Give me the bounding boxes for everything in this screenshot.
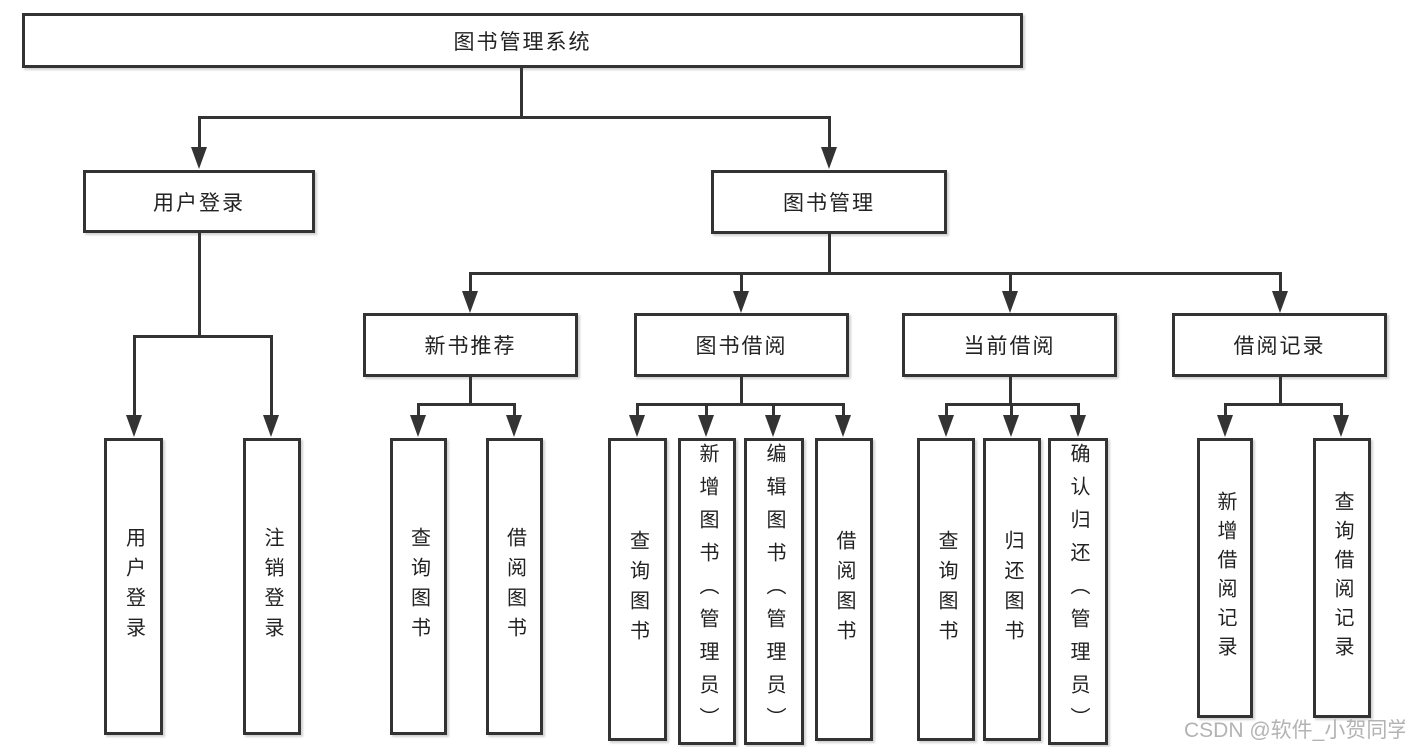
connector-borrowing-1 [636, 403, 639, 416]
arrow-to-new-books [462, 291, 478, 313]
arrow-current-1 [938, 415, 954, 437]
node-label: 图书管理系统 [453, 30, 592, 54]
connector-newbook-right [513, 403, 516, 416]
leaf-query-borrow-record: 查询借阅记录 [1313, 438, 1371, 718]
arrow-records-1 [1217, 415, 1233, 437]
connector-root-bar [198, 116, 830, 119]
connector-to-leaf-logout [270, 335, 273, 416]
arrow-to-records [1272, 291, 1288, 313]
arrow-newbook-right [506, 415, 522, 437]
connector-borrowing-3 [772, 403, 775, 416]
arrow-current-2 [1003, 415, 1019, 437]
connector-book-mgmt-bar [469, 272, 1282, 275]
node-book-management-branch: 图书管理 [711, 170, 947, 234]
leaf-add-borrow-record: 新增借阅记录 [1197, 438, 1253, 718]
node-label: 图书借阅 [695, 335, 788, 358]
connector-book-mgmt-stem [828, 234, 831, 275]
connector-to-current [1009, 272, 1012, 292]
node-current-borrowing: 当前借阅 [902, 313, 1117, 377]
node-library-management-system: 图书管理系统 [22, 13, 1023, 68]
node-book-borrowing: 图书借阅 [634, 313, 849, 377]
arrow-to-borrowing [733, 291, 749, 313]
connector-to-new-books [469, 272, 472, 292]
arrow-borrowing-4 [835, 415, 851, 437]
leaf-label: 新增图书（管理员） [696, 443, 718, 740]
connector-to-leaf-login [133, 335, 136, 416]
leaf-label: 借阅图书 [503, 526, 526, 647]
leaf-label: 查询图书 [407, 526, 430, 647]
node-new-book-recommend: 新书推荐 [363, 313, 578, 377]
leaf-label: 注销登录 [261, 526, 283, 647]
leaf-label: 编辑图书（管理员） [763, 443, 785, 740]
connector-to-user-login [198, 116, 201, 149]
leaf-label: 查询借阅记录 [1331, 491, 1353, 665]
leaf-label: 确认归还（管理员） [1067, 443, 1089, 740]
arrow-to-leaf-logout [263, 415, 279, 437]
arrow-records-2 [1333, 415, 1349, 437]
arrow-borrowing-1 [629, 415, 645, 437]
node-label: 借阅记录 [1233, 335, 1326, 358]
connector-records-bar [1224, 403, 1343, 406]
connector-user-login-stem [198, 233, 201, 337]
arrow-borrowing-3 [765, 415, 781, 437]
leaf-label: 查询图书 [626, 529, 649, 650]
connector-borrowing-4 [842, 403, 845, 416]
arrow-to-current [1002, 291, 1018, 313]
connector-borrowing-bar [636, 403, 845, 406]
node-label: 新书推荐 [424, 335, 517, 358]
node-label: 用户登录 [153, 191, 245, 215]
connector-current-3 [1077, 403, 1080, 416]
leaf-borrow-books-recommend: 借阅图书 [486, 438, 543, 735]
connector-to-records [1279, 272, 1282, 292]
leaf-user-login: 用户登录 [104, 438, 163, 735]
leaf-label: 查询图书 [935, 529, 957, 650]
connector-newbook-stem [469, 377, 472, 406]
arrow-to-book-management [821, 147, 837, 169]
connector-user-login-bar [133, 335, 273, 338]
leaf-edit-books-admin: 编辑图书（管理员） [744, 438, 804, 745]
connector-to-book-management [828, 116, 831, 149]
connector-records-1 [1224, 403, 1227, 416]
arrow-borrowing-2 [698, 415, 714, 437]
leaf-borrow-books-borrowing: 借阅图书 [815, 438, 873, 741]
leaf-query-books-current: 查询图书 [917, 438, 975, 741]
arrow-current-3 [1070, 415, 1086, 437]
leaf-query-books-borrowing: 查询图书 [608, 438, 667, 741]
leaf-confirm-return-admin: 确认归还（管理员） [1048, 438, 1108, 745]
connector-newbook-left [417, 403, 420, 416]
node-label: 当前借阅 [963, 335, 1056, 358]
connector-borrowing-2 [705, 403, 708, 416]
leaf-return-books: 归还图书 [983, 438, 1041, 741]
connector-newbook-bar [417, 403, 516, 406]
connector-current-1 [945, 403, 948, 416]
leaf-label: 借阅图书 [833, 529, 855, 650]
node-user-login-branch: 用户登录 [83, 170, 315, 233]
leaf-label: 归还图书 [1001, 529, 1023, 650]
connector-root-stem [520, 66, 523, 118]
leaf-label: 用户登录 [122, 526, 145, 647]
node-borrowing-records: 借阅记录 [1172, 313, 1387, 377]
connector-to-borrowing [740, 272, 743, 292]
connector-records-stem [1279, 377, 1282, 406]
leaf-query-books-recommend: 查询图书 [390, 438, 447, 735]
node-label: 图书管理 [783, 192, 875, 215]
leaf-logout: 注销登录 [243, 438, 301, 735]
connector-current-stem [1009, 377, 1012, 406]
arrow-newbook-left [410, 415, 426, 437]
connector-current-2 [1010, 403, 1013, 416]
leaf-label: 新增借阅记录 [1214, 491, 1236, 665]
arrow-to-user-login [191, 147, 207, 169]
leaf-add-books-admin: 新增图书（管理员） [678, 438, 736, 745]
connector-records-2 [1340, 403, 1343, 416]
arrow-to-leaf-login [126, 415, 142, 437]
connector-borrowing-stem [740, 377, 743, 406]
csdn-watermark: CSDN @软件_小贺同学 [1184, 719, 1405, 742]
